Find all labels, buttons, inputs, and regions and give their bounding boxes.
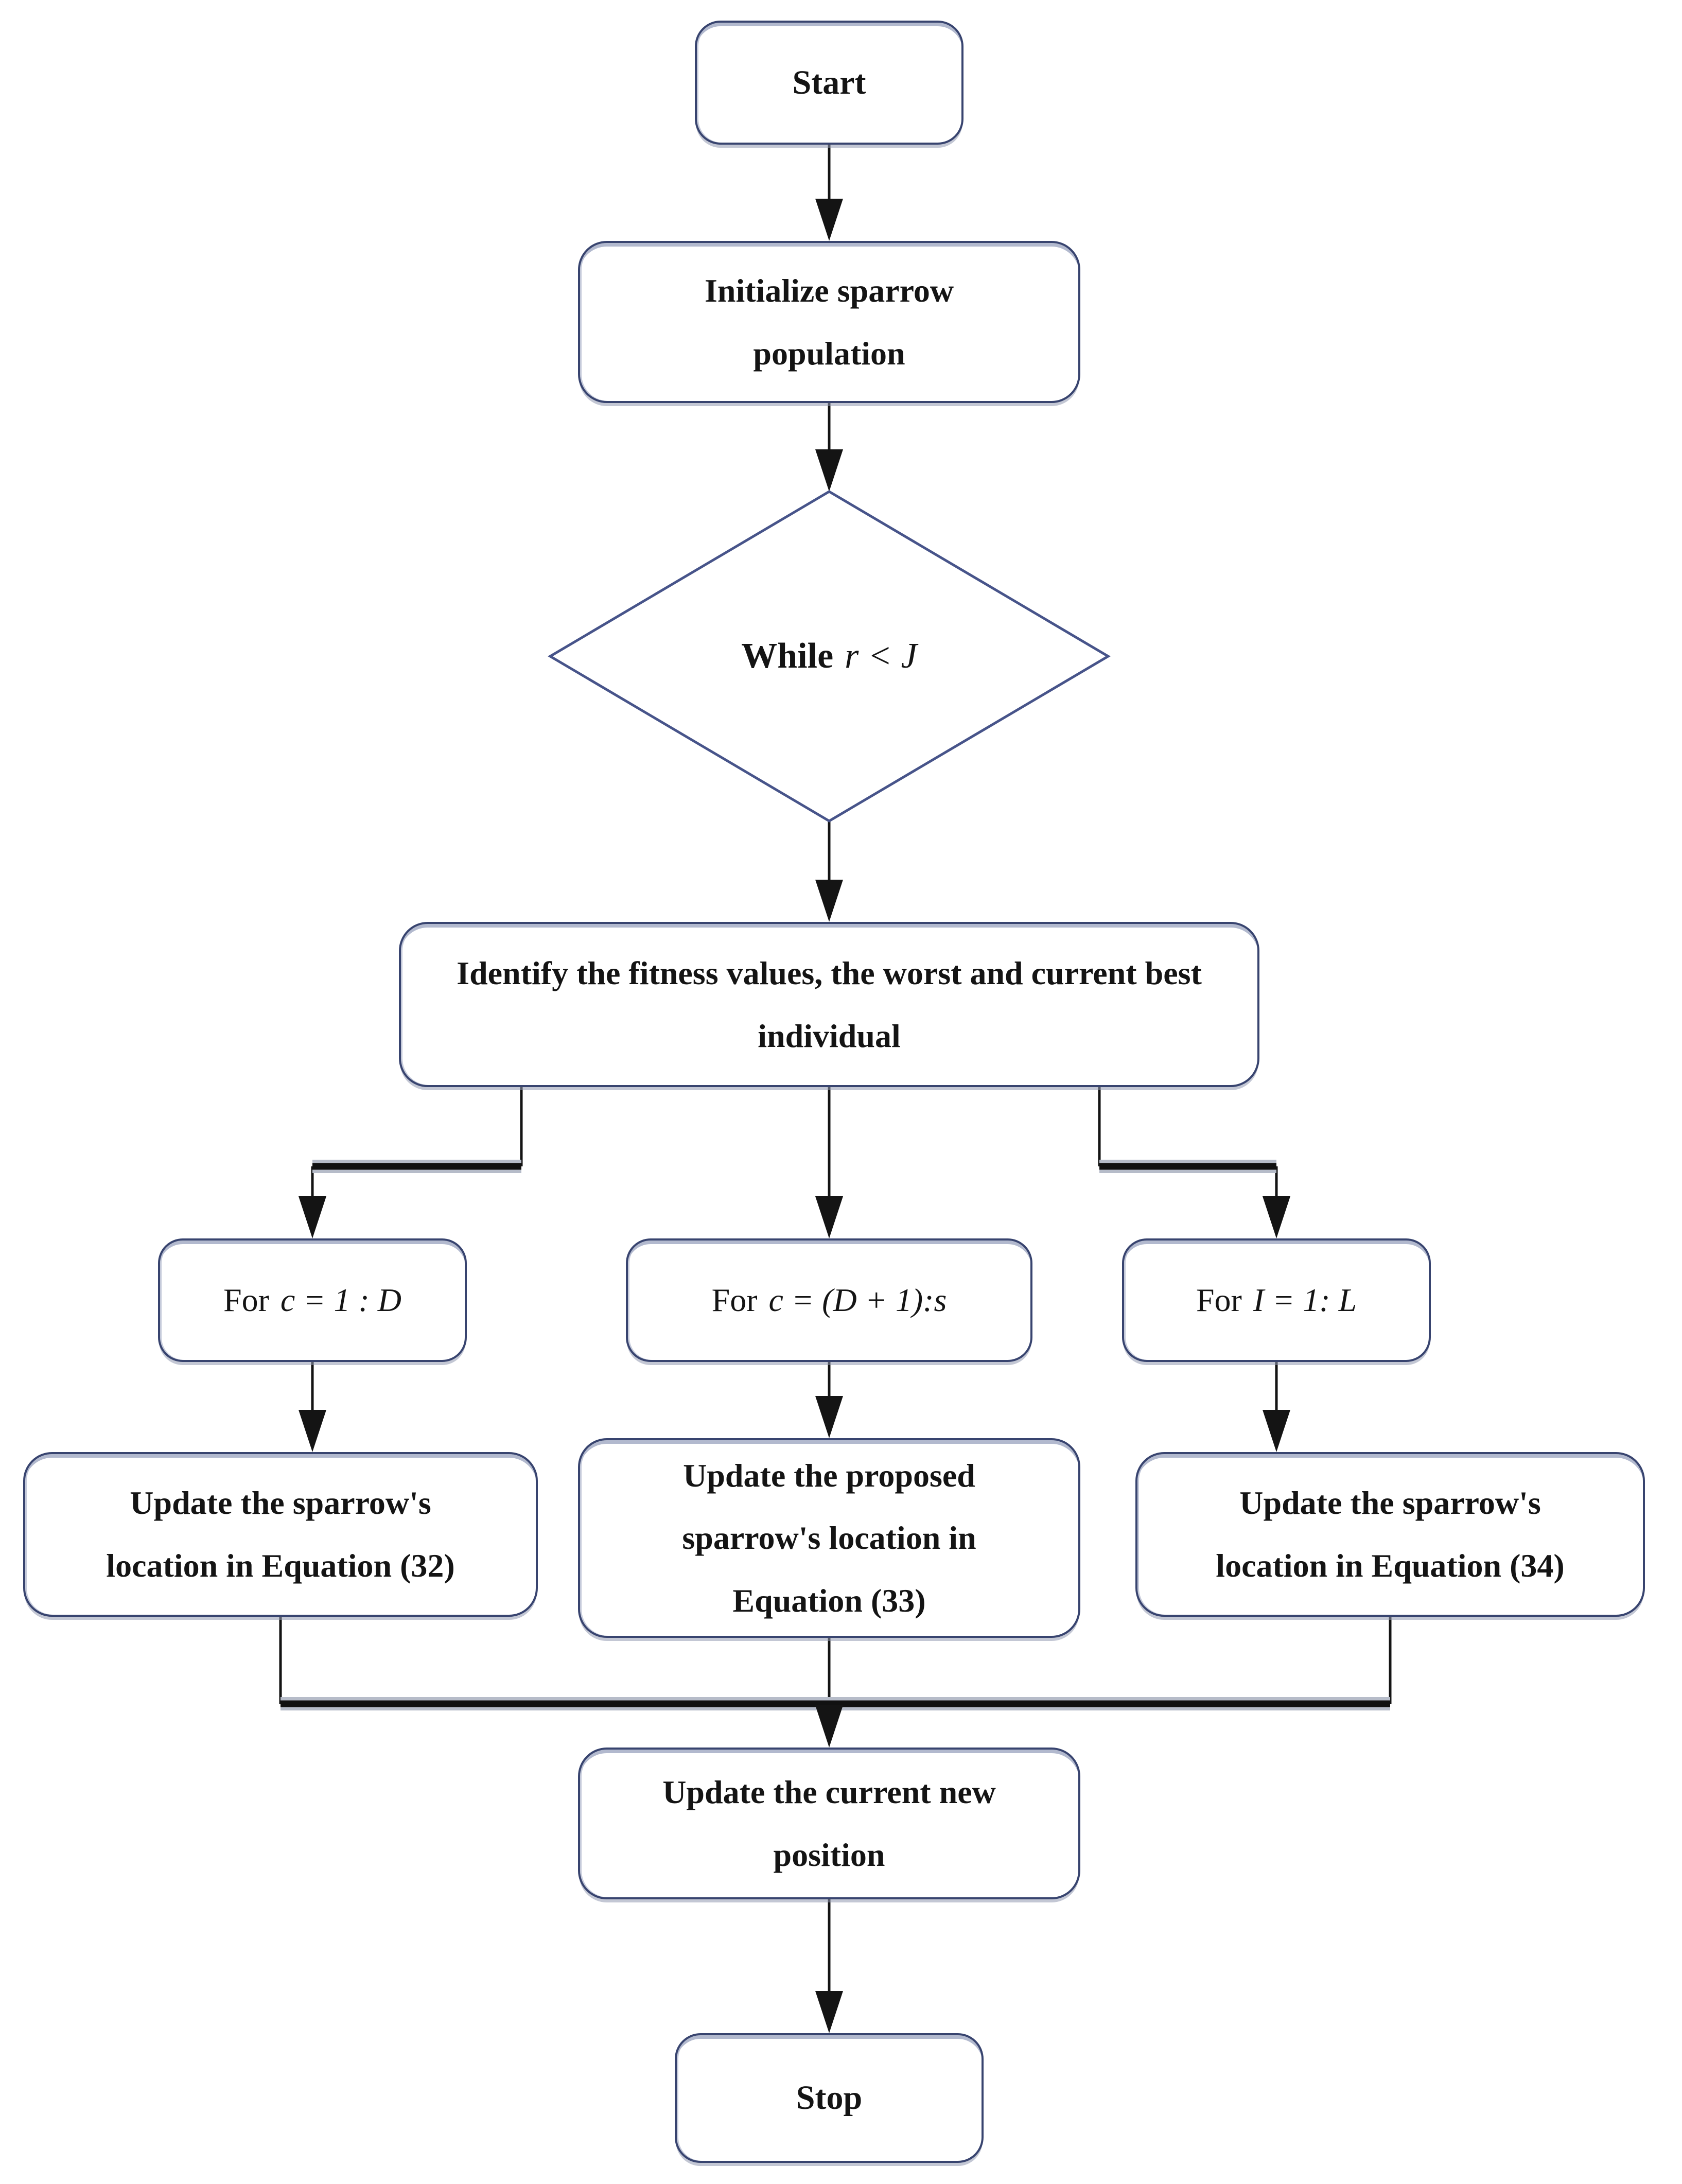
- arrowhead-stop: [815, 1991, 843, 2033]
- update-producers-node: Update the sparrow's location in Equatio…: [23, 1452, 538, 1617]
- for-producers-node: For c = 1 : D: [158, 1238, 467, 1362]
- for-keyword: For: [1196, 1282, 1242, 1319]
- arrowhead-for2: [815, 1196, 843, 1238]
- arrowhead-while: [815, 449, 843, 492]
- for-scroungers-expression: c = (D + 1):s: [768, 1282, 947, 1319]
- arrowhead-for1: [299, 1196, 326, 1238]
- start-node: Start: [695, 21, 963, 145]
- arrowhead-update3: [1263, 1410, 1290, 1452]
- while-decision-diamond: [548, 490, 1111, 823]
- while-decision-label: While r < J: [550, 492, 1108, 821]
- update-scroungers-node: Update the proposed sparrow's location i…: [578, 1438, 1080, 1638]
- arrowhead-update2: [815, 1396, 843, 1438]
- while-condition: r < J: [845, 636, 917, 676]
- stop-node: Stop: [675, 2033, 984, 2163]
- arrowhead-identify: [815, 880, 843, 922]
- while-keyword: While: [741, 636, 834, 676]
- arrowhead-initialize: [815, 199, 843, 241]
- update-current-position-node: Update the current new position: [578, 1748, 1080, 1899]
- for-scouts-node: For I = 1: L: [1122, 1238, 1431, 1362]
- update-scouts-node: Update the sparrow's location in Equatio…: [1135, 1452, 1645, 1617]
- arrowhead-update1: [299, 1410, 326, 1452]
- for-scroungers-node: For c = (D + 1):s: [626, 1238, 1032, 1362]
- for-keyword: For: [223, 1282, 269, 1319]
- identify-fitness-node: Identify the fitness values, the worst a…: [399, 922, 1259, 1087]
- arrowhead-position: [815, 1705, 843, 1748]
- for-producers-expression: c = 1 : D: [280, 1282, 402, 1319]
- initialize-population-node: Initialize sparrow population: [578, 241, 1080, 403]
- arrowhead-for3: [1263, 1196, 1290, 1238]
- for-keyword: For: [711, 1282, 758, 1319]
- for-scouts-expression: I = 1: L: [1253, 1282, 1357, 1319]
